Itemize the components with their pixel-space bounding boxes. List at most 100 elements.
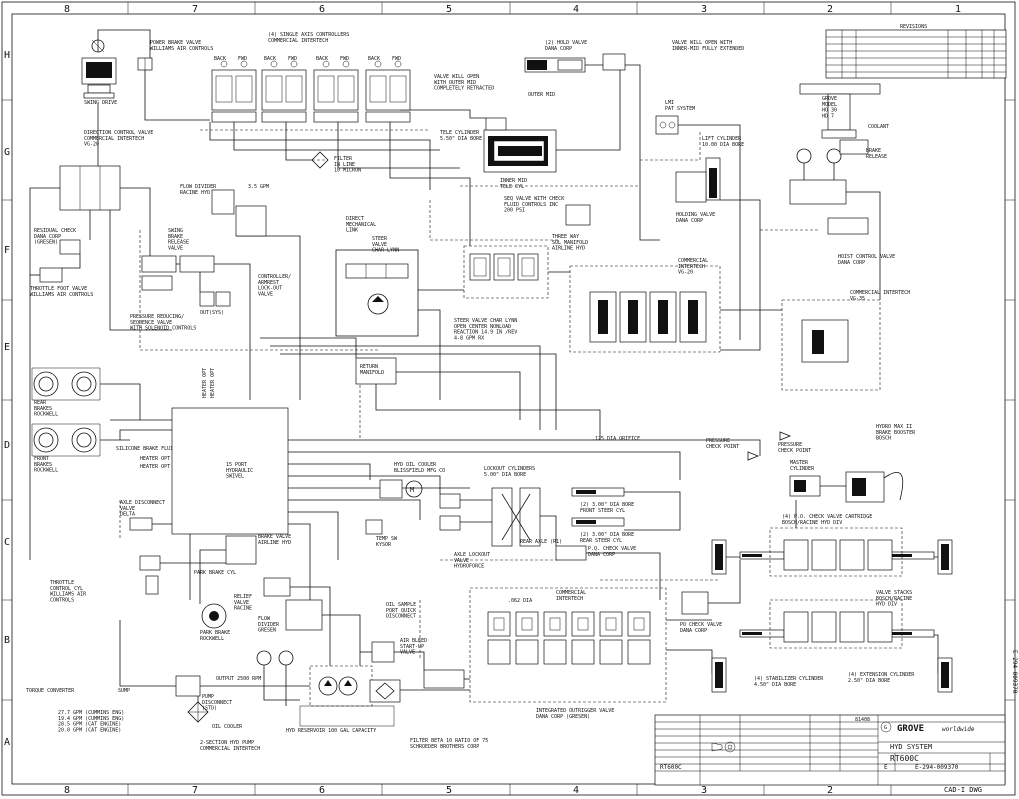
zone-bottom-7: 7 — [192, 785, 198, 796]
silicone-label: SILICONE BRAKE FLUID — [116, 446, 176, 452]
zone-top-4: 4 — [573, 4, 579, 15]
heater-opt-label-2: HEATER OPT — [140, 464, 170, 470]
zone-side-f: F — [4, 245, 10, 256]
out-sys-label: OUT(SYS) — [200, 310, 224, 316]
torque-converter-label: TORQUE CONVERTER — [26, 688, 75, 694]
back-label-2: BACK — [264, 56, 276, 62]
zone-top-5: 5 — [446, 4, 452, 15]
heater-opt-label-4: HEATER OPT — [210, 368, 216, 398]
dia-062-label: .062 DIA — [508, 598, 532, 604]
zone-top-6: 6 — [319, 4, 325, 15]
zone-side-g: G — [4, 147, 10, 158]
zone-side-b: B — [4, 635, 10, 646]
zone-top-7: 7 — [192, 4, 198, 15]
part-number: 81408 — [855, 717, 870, 723]
zone-top-8: 8 — [64, 4, 70, 15]
cad-label: CAD-I DWG — [944, 786, 982, 794]
pilot-lines — [119, 129, 820, 660]
oil-cooler: OIL COOLER — [187, 701, 243, 730]
back-label-3: BACK — [316, 56, 328, 62]
sheet-size: E — [884, 764, 888, 771]
integrated-outrigger-valve — [469, 587, 667, 703]
revisions-title: REVISIONS — [900, 24, 927, 30]
gpm-3-5-label: 3.5 GPM — [248, 184, 269, 190]
zone-side-d: D — [4, 440, 10, 451]
outer-mid-label: OUTER MID — [528, 92, 555, 98]
revision-block: REVISIONS — [825, 24, 1007, 79]
zone-bottom-8: 8 — [64, 785, 70, 796]
zone-bottom-5: 5 — [446, 785, 452, 796]
zone-side-c: C — [4, 537, 10, 548]
grove-worldwide: worldwide — [942, 726, 975, 733]
zone-top-3: 3 — [701, 4, 707, 15]
svg-text:G: G — [884, 725, 887, 731]
pump-motors — [256, 650, 294, 666]
reservoir-label: HYD RESERVOIR 100 GAL CAPACITY — [286, 728, 376, 734]
fwd-label-4: FWD — [392, 56, 401, 62]
zone-bottom-3: 3 — [701, 785, 707, 796]
fwd-label-3: FWD — [340, 56, 349, 62]
oil-cooler-label: OIL COOLER — [212, 724, 243, 730]
svg-text:M: M — [410, 486, 414, 494]
zone-bottom-2: 2 — [827, 785, 833, 796]
fwd-label-2: FWD — [288, 56, 297, 62]
